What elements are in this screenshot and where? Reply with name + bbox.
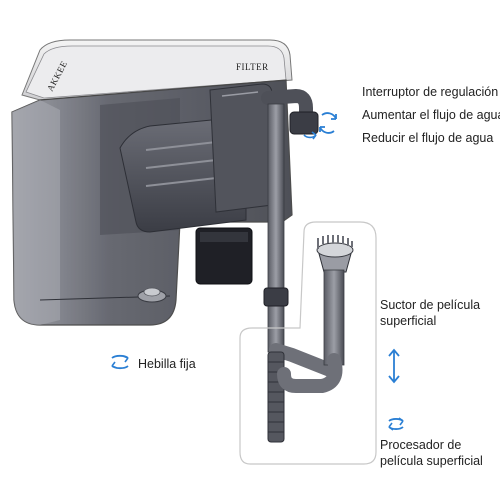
surface-skimmer-label: Suctor de película superficial bbox=[380, 297, 495, 329]
brand-right-text: FILTER bbox=[236, 62, 269, 72]
skimmer-inset-frame bbox=[239, 221, 377, 465]
regulation-switch-label: Interruptor de regulación bbox=[362, 85, 499, 99]
decrease-flow-label: Reducir el flujo de agua bbox=[362, 131, 494, 145]
fixed-buckle-icon bbox=[111, 354, 129, 370]
fixed-buckle-label: Hebilla fija bbox=[138, 357, 196, 371]
surface-processor-label-line1: Procesador de bbox=[380, 438, 462, 452]
surface-processor-label-line2: película superficial bbox=[380, 454, 483, 468]
rotate-arrows-icon bbox=[319, 112, 337, 134]
surface-processor-label: Procesador de película superficial bbox=[380, 437, 498, 469]
filter-body: AKKEE FILTER bbox=[11, 39, 293, 326]
regulation-switch-knob bbox=[289, 111, 319, 135]
surface-skimmer-label-line2: superficial bbox=[380, 314, 437, 328]
up-down-arrow-icon bbox=[388, 348, 400, 384]
intake-strainer bbox=[267, 351, 285, 443]
surface-skimmer-label-line1: Suctor de película bbox=[380, 298, 481, 312]
clockwise-arrow-icon bbox=[303, 131, 317, 140]
processor-rotate-icon bbox=[388, 417, 404, 431]
skimmer-inset bbox=[239, 221, 377, 465]
intake-assembly bbox=[261, 88, 337, 443]
increase-flow-label: Aumentar el flujo de agua bbox=[362, 108, 500, 122]
